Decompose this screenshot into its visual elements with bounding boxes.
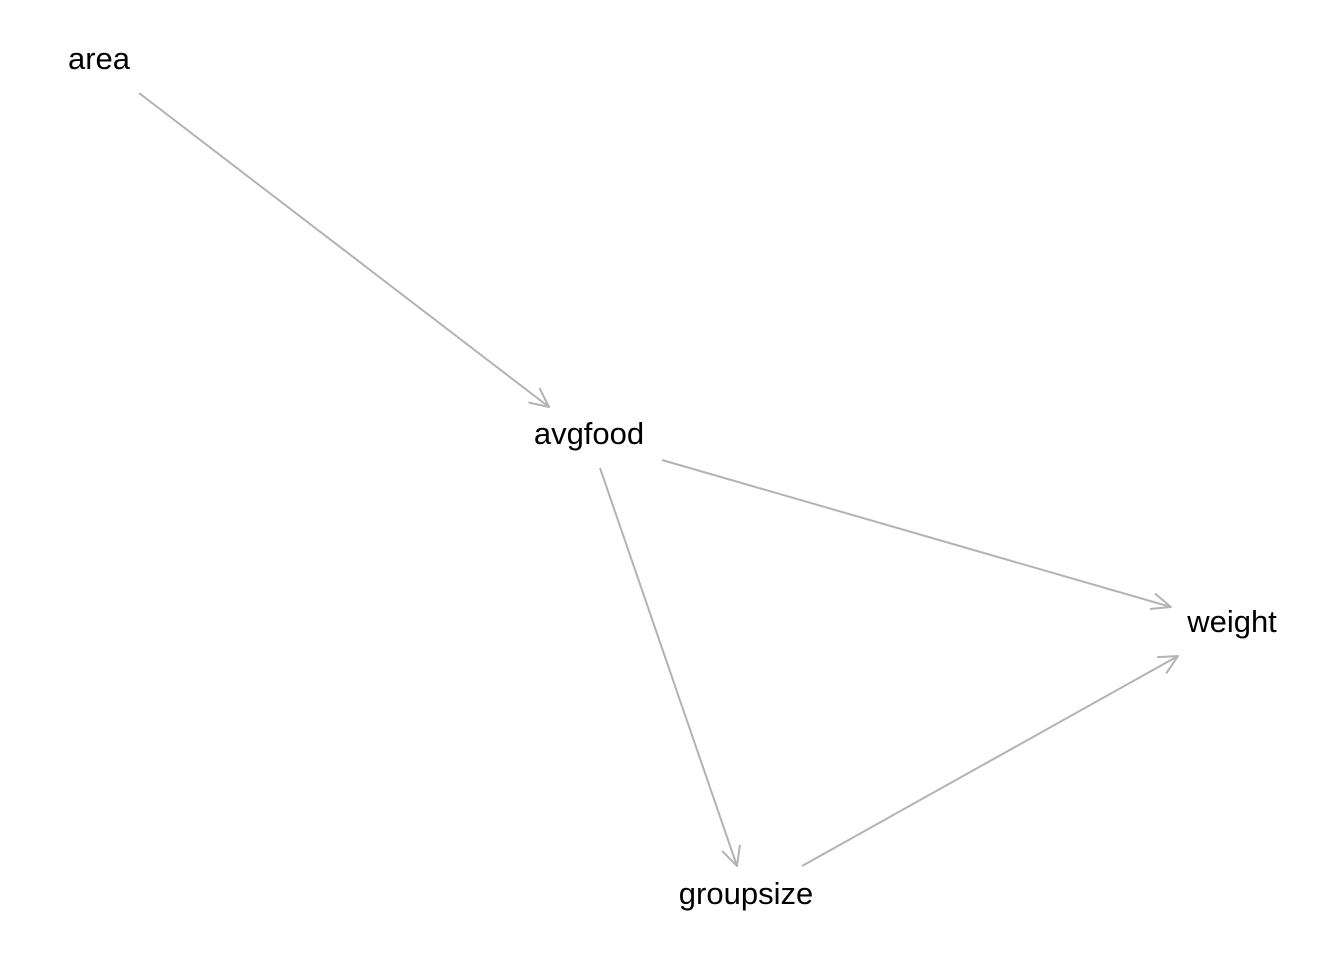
edge-line [661,459,1172,608]
edge-line [138,92,550,408]
edge-groupsize-to-weight [801,655,1179,867]
edge-avgfood-to-weight [661,459,1172,610]
edge-line [801,655,1179,867]
arrowhead-icon [1149,593,1172,610]
edge-line [599,467,738,867]
node-weight: weight [1186,604,1277,639]
node-groupsize: groupsize [679,876,813,911]
arrowhead-icon [721,844,741,867]
edge-area-to-avgfood [138,92,550,408]
arrowhead-icon [528,387,550,408]
node-area: area [68,41,131,76]
node-avgfood: avgfood [534,416,644,451]
edge-avgfood-to-groupsize [599,467,741,867]
arrowhead-icon [1156,655,1179,674]
